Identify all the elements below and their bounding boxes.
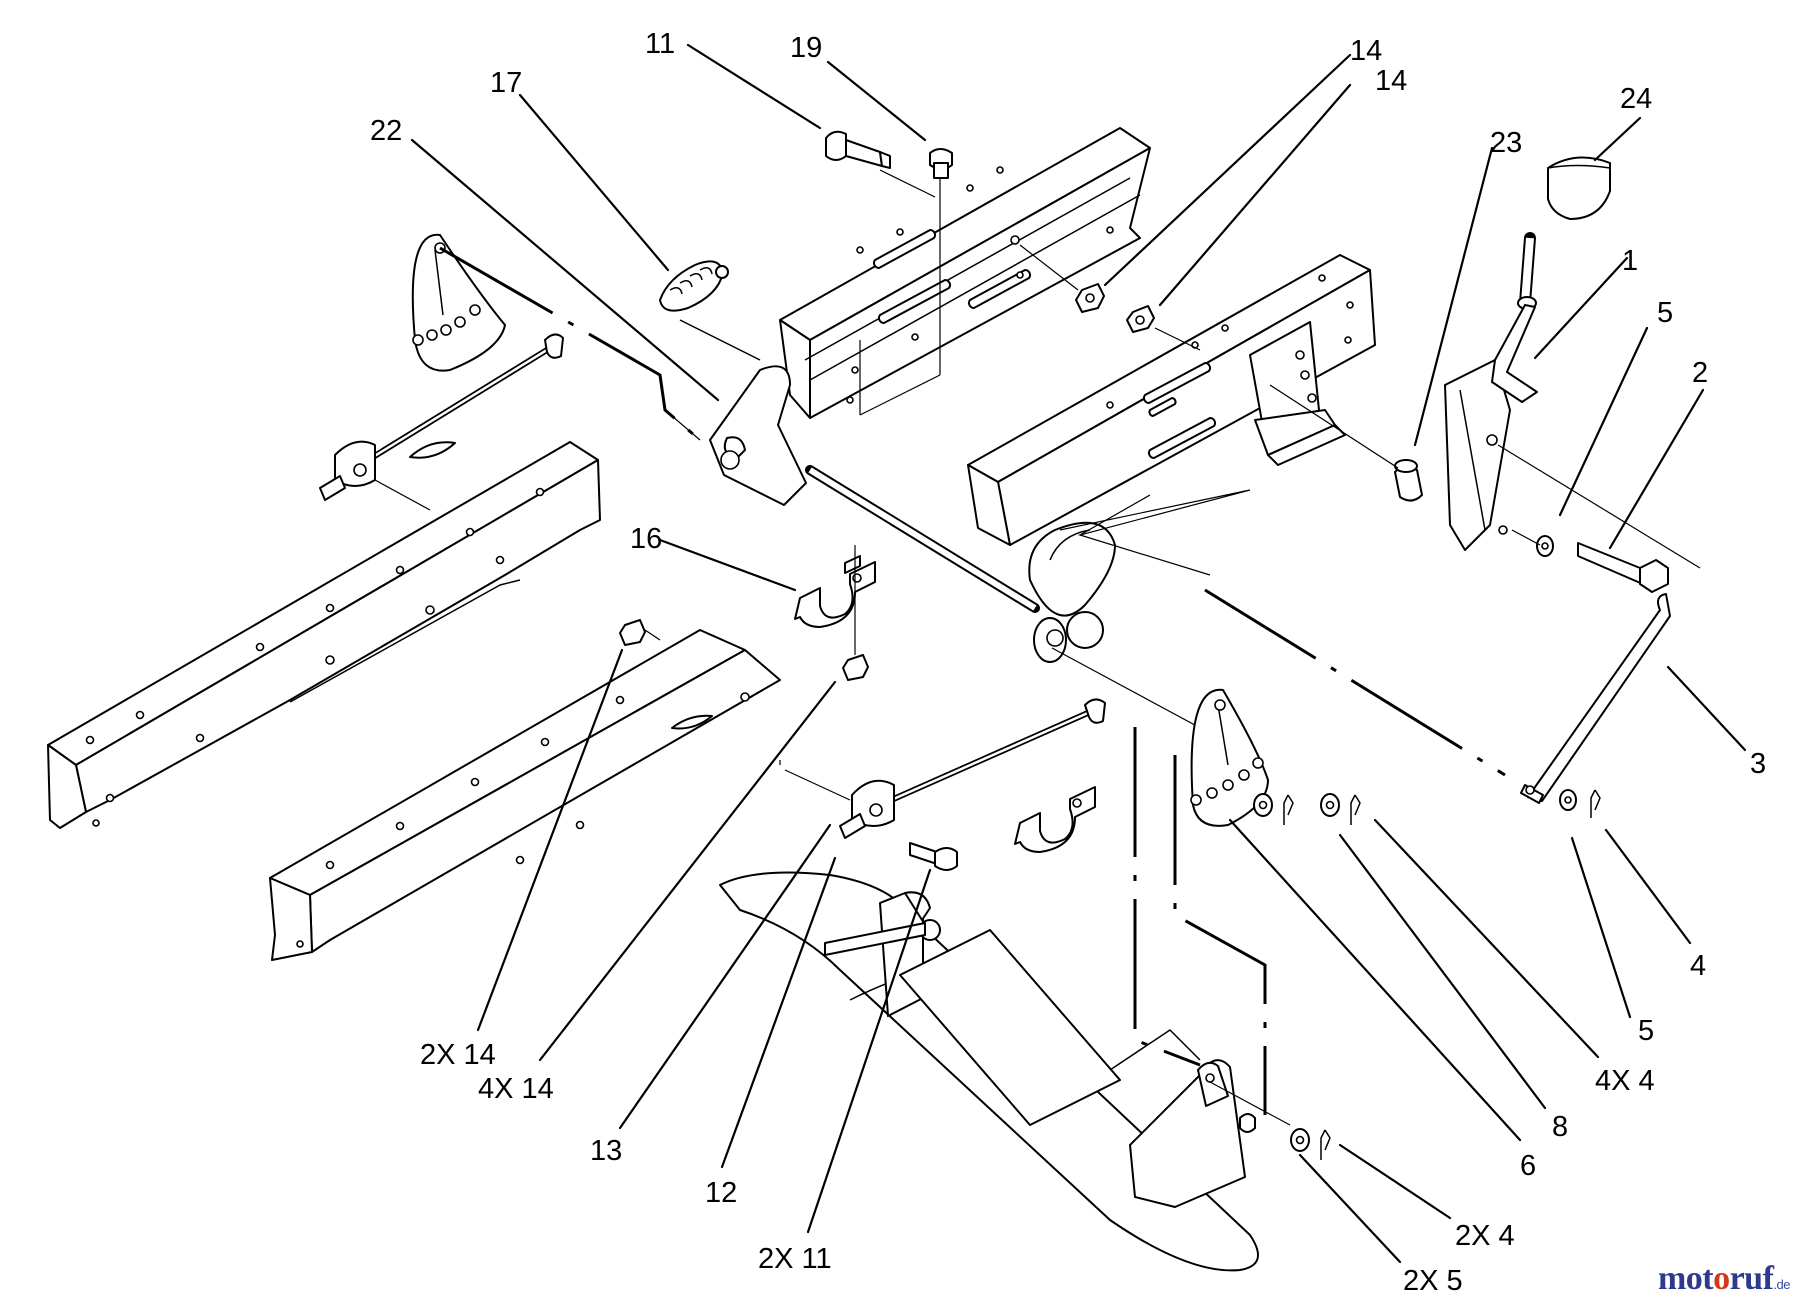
callout-12: 12 bbox=[705, 1177, 737, 1209]
middle-frame-rail bbox=[269, 629, 781, 961]
bushing-23 bbox=[1269, 384, 1423, 502]
callout-6: 6 bbox=[1520, 1150, 1536, 1182]
right-upper-rail bbox=[967, 254, 1376, 546]
callout-14a: 14 bbox=[1350, 35, 1382, 67]
callout-4x4: 4X 4 bbox=[1595, 1065, 1655, 1097]
left-adjust-rod bbox=[319, 333, 564, 511]
callout-2x14: 2X 14 bbox=[420, 1039, 496, 1071]
callout-17: 17 bbox=[490, 67, 522, 99]
lower-adjust-rod bbox=[784, 698, 1106, 871]
callout-4x14: 4X 14 bbox=[478, 1073, 554, 1105]
callout-5a: 5 bbox=[1657, 297, 1673, 329]
callout-3: 3 bbox=[1750, 748, 1766, 780]
callout-1: 1 bbox=[1622, 245, 1638, 277]
bolt-11 bbox=[825, 130, 936, 198]
washer-bolt-2 bbox=[1511, 529, 1669, 593]
callout-5b: 5 bbox=[1638, 1015, 1654, 1047]
watermark-suffix: ruf bbox=[1729, 1260, 1774, 1297]
nut-14a bbox=[1019, 244, 1105, 313]
callout-2x4: 2X 4 bbox=[1455, 1220, 1515, 1252]
watermark-tld: .de bbox=[1773, 1277, 1790, 1292]
watermark-accent: o bbox=[1713, 1260, 1730, 1297]
callout-19: 19 bbox=[790, 32, 822, 64]
callout-14b: 14 bbox=[1375, 65, 1407, 97]
lower-lift-arm bbox=[719, 871, 1259, 1272]
callout-8: 8 bbox=[1552, 1111, 1568, 1143]
callout-23: 23 bbox=[1490, 127, 1522, 159]
watermark-logo: motoruf.de bbox=[1657, 1260, 1791, 1298]
washer-clip-4-5 bbox=[1559, 789, 1601, 818]
clamp-16 bbox=[794, 555, 876, 628]
adjust-plate-lower bbox=[1190, 688, 1361, 827]
left-frame-rail bbox=[47, 441, 601, 829]
callout-labels: 11 19 17 22 14 14 23 24 1 5 2 16 3 4 5 4… bbox=[370, 28, 1766, 1297]
lift-link-3 bbox=[1520, 593, 1671, 804]
callout-2x5: 2X 5 bbox=[1403, 1265, 1463, 1297]
left-adjust-plate bbox=[411, 233, 506, 372]
callout-11: 11 bbox=[645, 28, 675, 60]
callout-2: 2 bbox=[1692, 357, 1708, 389]
callout-13: 13 bbox=[590, 1135, 622, 1167]
callout-2x11: 2X 11 bbox=[758, 1243, 832, 1275]
lift-lever-1 bbox=[1444, 232, 1701, 569]
small-nuts bbox=[619, 545, 869, 681]
lower-bracket bbox=[1129, 1059, 1331, 1208]
watermark-prefix: mot bbox=[1657, 1260, 1714, 1297]
nut-14b bbox=[1126, 305, 1201, 351]
bolt-19 bbox=[859, 148, 953, 416]
leader-lines bbox=[410, 43, 1747, 1264]
upper-center-rail bbox=[779, 127, 1151, 419]
callout-16: 16 bbox=[630, 523, 662, 555]
assembly-lines bbox=[439, 246, 1506, 1115]
callout-22: 22 bbox=[370, 115, 402, 147]
knob-24 bbox=[1547, 156, 1611, 220]
clamp-lower bbox=[1014, 786, 1096, 853]
cross-shaft bbox=[709, 365, 1233, 746]
callout-4: 4 bbox=[1690, 950, 1706, 982]
spring bbox=[659, 260, 761, 361]
callout-24: 24 bbox=[1620, 83, 1652, 115]
